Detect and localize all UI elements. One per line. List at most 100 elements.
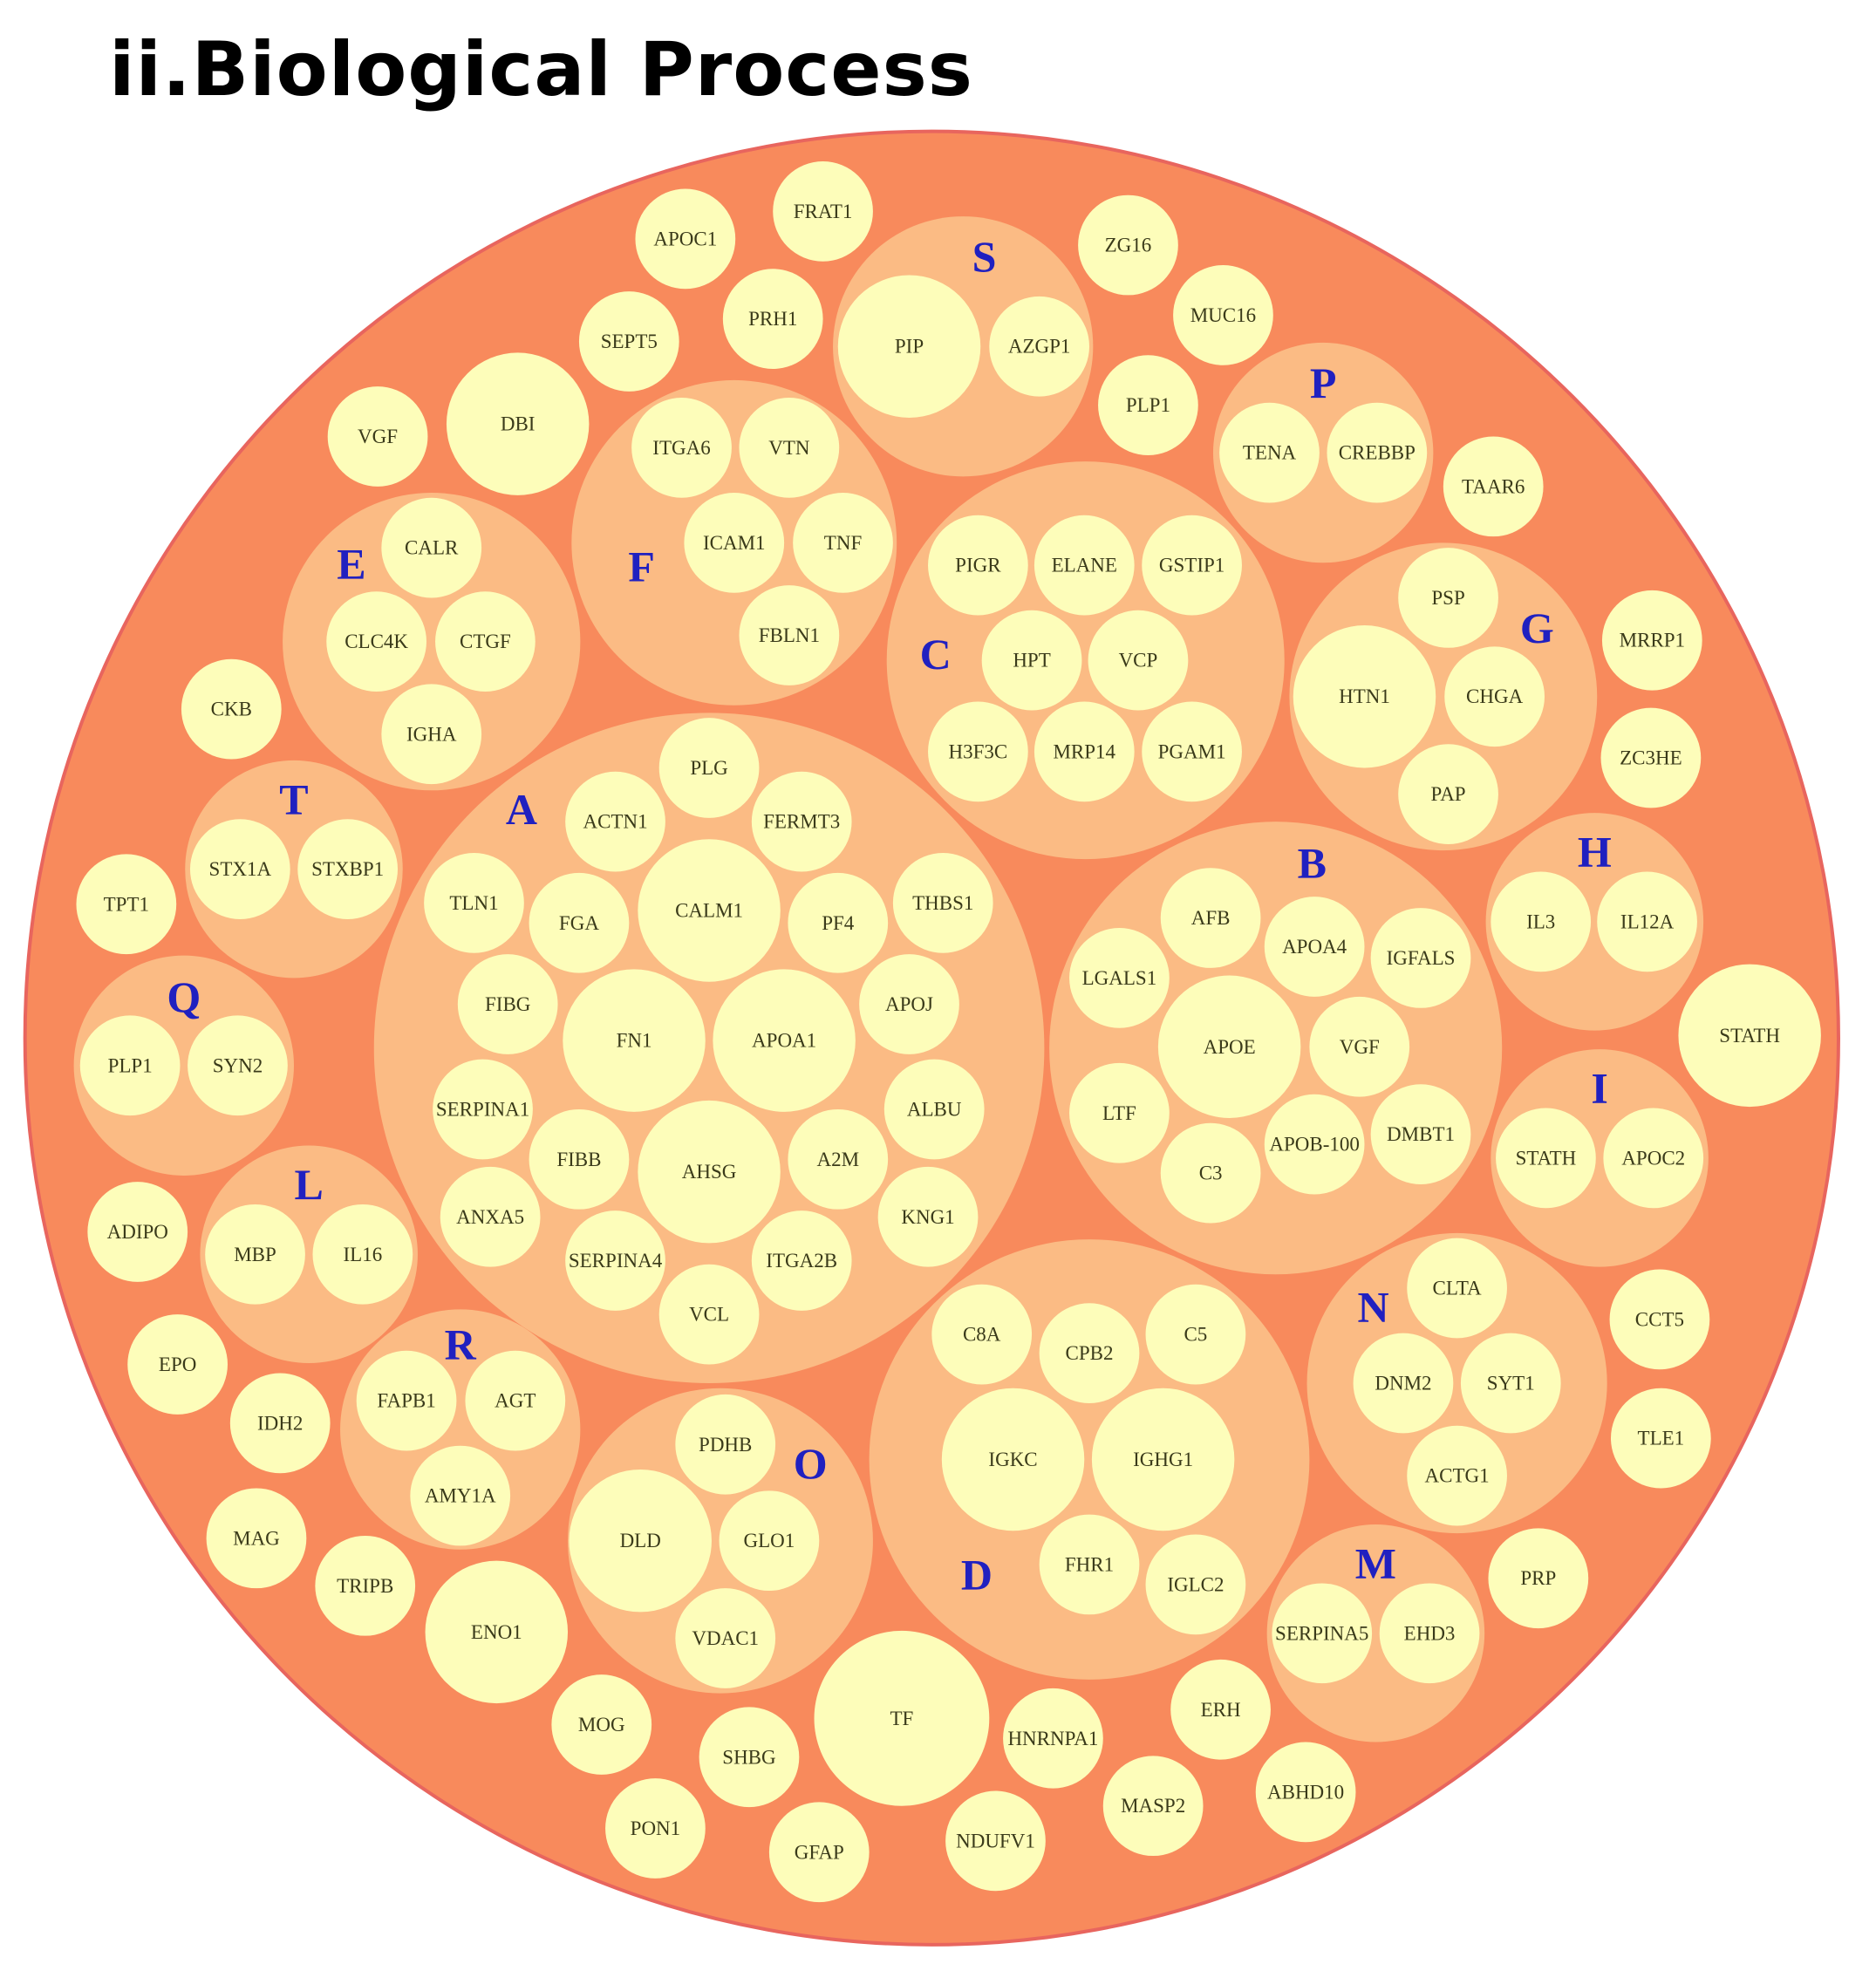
- leaf-circle: [1142, 515, 1242, 616]
- gene-thbs1: THBS1: [892, 852, 993, 953]
- gene-pip: PIP: [837, 275, 981, 418]
- gene-label: SERPINA4: [569, 1250, 663, 1272]
- gene-fn1: FN1: [563, 969, 706, 1112]
- gene-label: IL12A: [1620, 910, 1675, 932]
- singleton-sept5: SEPT5: [578, 291, 679, 392]
- leaf-circle: [1102, 1756, 1204, 1857]
- gene-label: FIBG: [485, 993, 530, 1015]
- gene-fhr1: FHR1: [1039, 1514, 1140, 1615]
- leaf-circle: [551, 1674, 652, 1775]
- leaf-circle: [529, 872, 630, 973]
- leaf-circle: [1309, 996, 1410, 1097]
- leaf-circle: [1145, 1534, 1246, 1635]
- group-circle: [1485, 813, 1704, 1031]
- gene-label: STXBP1: [311, 858, 384, 880]
- gene-label: DLD: [620, 1530, 661, 1551]
- gene-label: ELANE: [1052, 555, 1117, 576]
- gene-calm1: CALM1: [638, 839, 781, 982]
- gene-label: ALBU: [907, 1098, 962, 1120]
- leaf-circle: [1601, 590, 1702, 691]
- gene-serpina5: SERPINA5: [1272, 1583, 1373, 1684]
- gene-il16: IL16: [312, 1204, 413, 1305]
- gene-label: PF4: [822, 912, 855, 934]
- leaf-circle: [1488, 1528, 1589, 1629]
- singleton-mag: MAG: [206, 1488, 307, 1589]
- gene-label: H3F3C: [949, 740, 1008, 762]
- gene-label: FN1: [617, 1030, 652, 1052]
- gene-label: APOC1: [653, 228, 717, 249]
- leaf-circle: [605, 1778, 706, 1879]
- gene-chga: CHGA: [1444, 646, 1545, 747]
- singleton-prp: PRP: [1488, 1528, 1589, 1629]
- gene-igha: IGHA: [381, 684, 482, 785]
- gene-label: IGLC2: [1167, 1573, 1224, 1595]
- leaf-circle: [1444, 646, 1545, 747]
- singleton-ndufv1: NDUFV1: [945, 1790, 1046, 1892]
- leaf-circle: [814, 1630, 990, 1806]
- gene-ctgf: CTGF: [435, 591, 536, 692]
- gene-label: SYT1: [1487, 1373, 1535, 1395]
- leaf-circle: [751, 771, 852, 872]
- leaf-circle: [435, 591, 536, 692]
- leaf-circle: [1603, 1108, 1704, 1209]
- page-title: ii.Biological Process: [109, 26, 973, 113]
- group-letter: O: [794, 1439, 828, 1488]
- gene-label: CALM1: [675, 899, 743, 921]
- leaf-circle: [658, 1264, 760, 1365]
- gene-label: DBI: [501, 413, 536, 435]
- leaf-circle: [773, 160, 873, 262]
- gene-label: CKB: [211, 699, 252, 720]
- gene-label: ACTN1: [583, 811, 647, 833]
- gene-dmbt1: DMBT1: [1370, 1084, 1471, 1184]
- gene-glo1: GLO1: [719, 1490, 820, 1592]
- gene-label: APOJ: [885, 993, 933, 1015]
- gene-label: HTN1: [1339, 685, 1390, 707]
- gene-ahsg: AHSG: [638, 1100, 781, 1244]
- gene-label: APOA4: [1282, 936, 1347, 958]
- group-circle: [1491, 1049, 1709, 1267]
- gene-label: VGF: [358, 426, 398, 447]
- gene-label: IL3: [1526, 910, 1555, 932]
- gene-label: MOG: [578, 1714, 625, 1736]
- gene-label: SEPT5: [601, 331, 658, 352]
- gene-label: LGALS1: [1082, 967, 1157, 989]
- leaf-circle: [326, 591, 426, 692]
- gene-label: GFAP: [795, 1841, 844, 1863]
- gene-vtn: VTN: [739, 398, 840, 498]
- singleton-erh: ERH: [1170, 1659, 1271, 1760]
- leaf-circle: [638, 839, 781, 982]
- group-circle: [373, 713, 1045, 1384]
- group-circle: [1212, 342, 1434, 563]
- leaf-circle: [1610, 1388, 1711, 1489]
- group-letter: A: [506, 785, 537, 834]
- gene-label: MRRP1: [1620, 630, 1685, 651]
- gene-stxbp1: STXBP1: [297, 819, 399, 919]
- gene-label: IL16: [344, 1244, 383, 1265]
- singleton-prh1: PRH1: [722, 269, 823, 370]
- leaf-circle: [1460, 1333, 1561, 1434]
- leaf-circle: [989, 296, 1090, 397]
- group-letter: Q: [167, 972, 201, 1021]
- leaf-circle: [788, 872, 889, 973]
- leaf-circle: [205, 1204, 305, 1305]
- leaf-circle: [981, 610, 1082, 711]
- leaf-circle: [684, 492, 785, 593]
- singleton-cct5: CCT5: [1609, 1269, 1710, 1370]
- singleton-apoc1: APOC1: [635, 188, 736, 290]
- group-letter: F: [628, 542, 655, 591]
- gene-label: MBP: [234, 1244, 276, 1265]
- gene-label: CREBBP: [1339, 442, 1416, 464]
- gene-dld: DLD: [569, 1469, 712, 1613]
- gene-label: THBS1: [912, 892, 973, 914]
- gene-label: TF: [890, 1708, 913, 1729]
- singleton-stath: STATH: [1678, 964, 1821, 1108]
- singleton-zg16: ZG16: [1078, 194, 1178, 296]
- leaf-circle: [457, 954, 558, 1054]
- gene-label: IGHG1: [1133, 1449, 1193, 1470]
- gene-fermt3: FERMT3: [751, 771, 852, 872]
- leaf-circle: [1034, 515, 1135, 616]
- gene-actn1: ACTN1: [565, 771, 665, 872]
